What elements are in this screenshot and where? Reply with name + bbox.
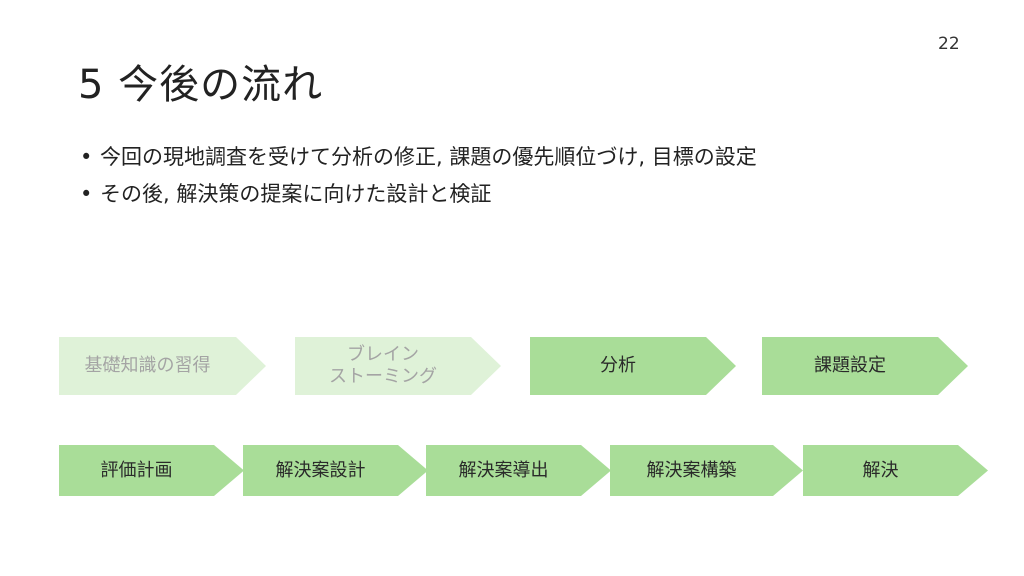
flow-step-label: 評価計画	[100, 459, 173, 481]
flow-step-issue-setting: 課題設定	[762, 337, 968, 395]
slide-title: 5 今後の流れ	[78, 62, 324, 108]
bullet-text: 今回の現地調査を受けて分析の修正, 課題の優先順位づけ, 目標の設定	[100, 145, 757, 169]
flow-step-label: 解決案構築	[646, 459, 737, 481]
flow-step-label: 解決	[862, 459, 899, 481]
flow-step-label: 課題設定	[814, 355, 886, 376]
bullet-marker: •	[80, 182, 93, 206]
flow-step-label: 解決案設計	[275, 459, 366, 481]
bullet-text: その後, 解決策の提案に向けた設計と検証	[100, 182, 492, 206]
flow-step-evaluation-plan: 評価計画	[59, 445, 244, 496]
bullet-marker: •	[80, 145, 93, 169]
flow-step-label: 解決案導出	[458, 459, 549, 481]
flow-step-solution-design: 解決案設計	[243, 445, 428, 496]
bullet-item: • 今回の現地調査を受けて分析の修正, 課題の優先順位づけ, 目標の設定	[78, 145, 878, 170]
flow-step-label: 分析	[600, 355, 636, 376]
flow-step-basic-knowledge: 基礎知識の習得	[59, 337, 266, 395]
bullet-list: • 今回の現地調査を受けて分析の修正, 課題の優先順位づけ, 目標の設定 • そ…	[78, 145, 878, 219]
flow-step-label: 基礎知識の習得	[84, 355, 211, 376]
flow-step-brainstorming: ブレイン ストーミング	[295, 337, 501, 395]
flow-step-analysis: 分析	[530, 337, 736, 395]
bullet-item: • その後, 解決策の提案に向けた設計と検証	[78, 182, 878, 207]
flow-step-solution-construction: 解決案構築	[610, 445, 803, 496]
flow-step-label: ブレイン ストーミング	[329, 344, 437, 387]
page-number: 22	[938, 34, 960, 54]
flow-step-resolution: 解決	[803, 445, 988, 496]
flow-step-solution-derivation: 解決案導出	[426, 445, 611, 496]
